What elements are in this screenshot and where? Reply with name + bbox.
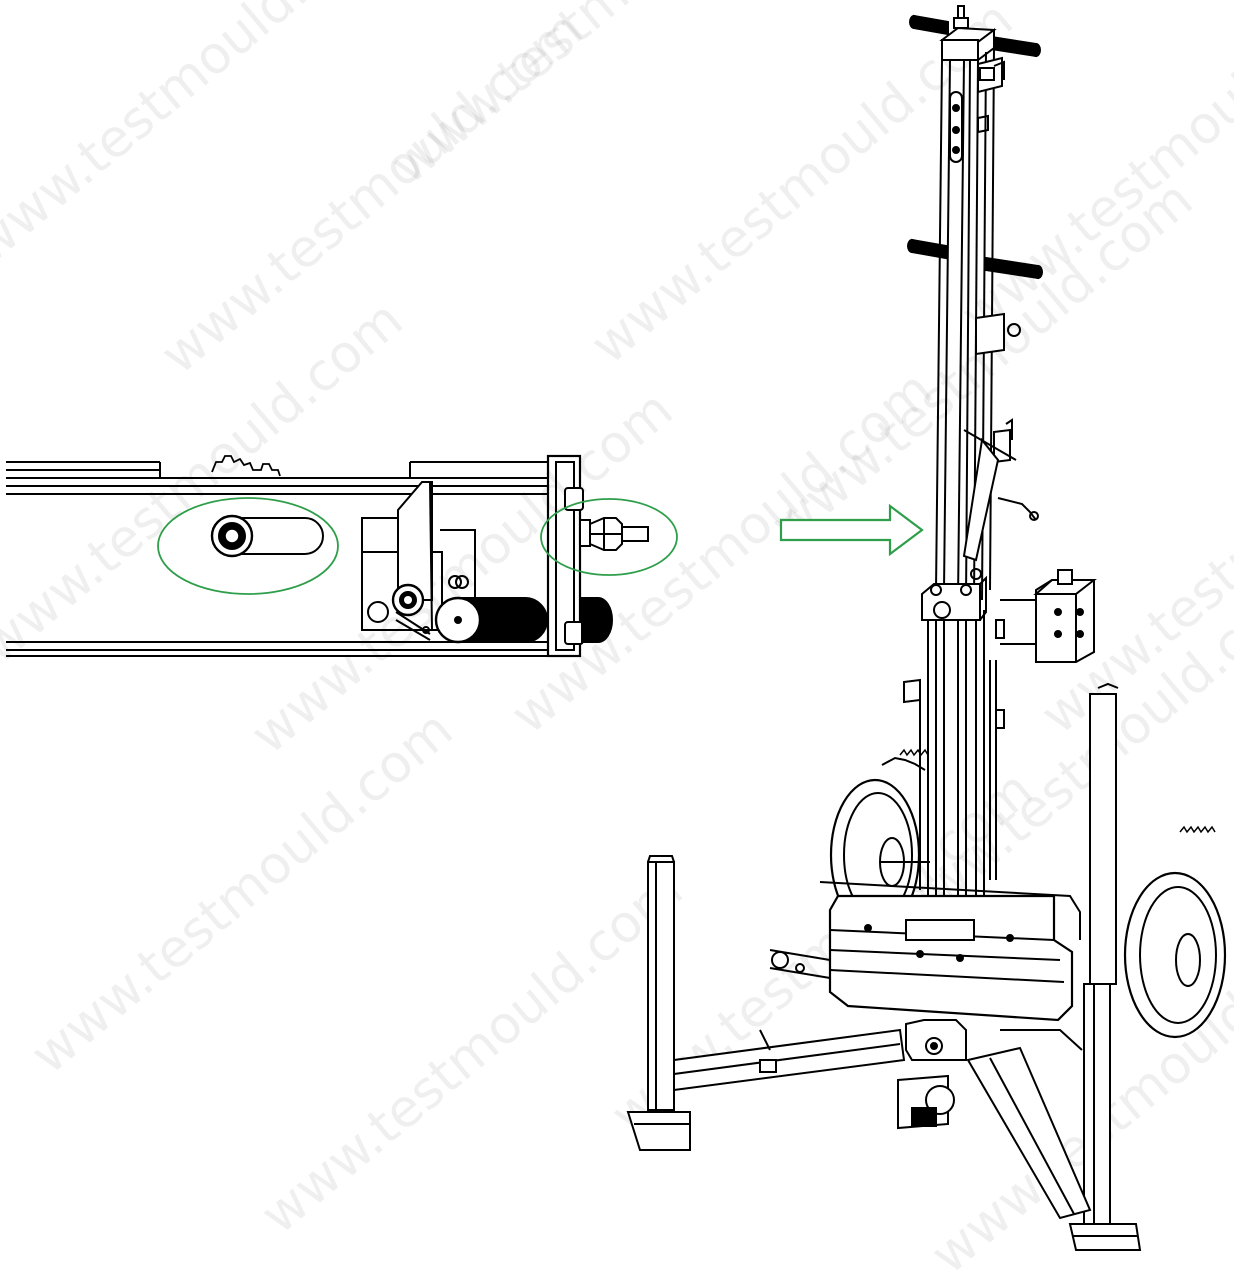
detail-view-mast-head [6, 454, 649, 658]
highlight-ellipse-slot [157, 497, 339, 595]
right-arrow-icon [779, 503, 924, 557]
highlight-ellipse-fitting [540, 498, 678, 576]
drilling-rig-illustration [626, 5, 1227, 1251]
drawing-svg [6, 5, 1227, 1251]
